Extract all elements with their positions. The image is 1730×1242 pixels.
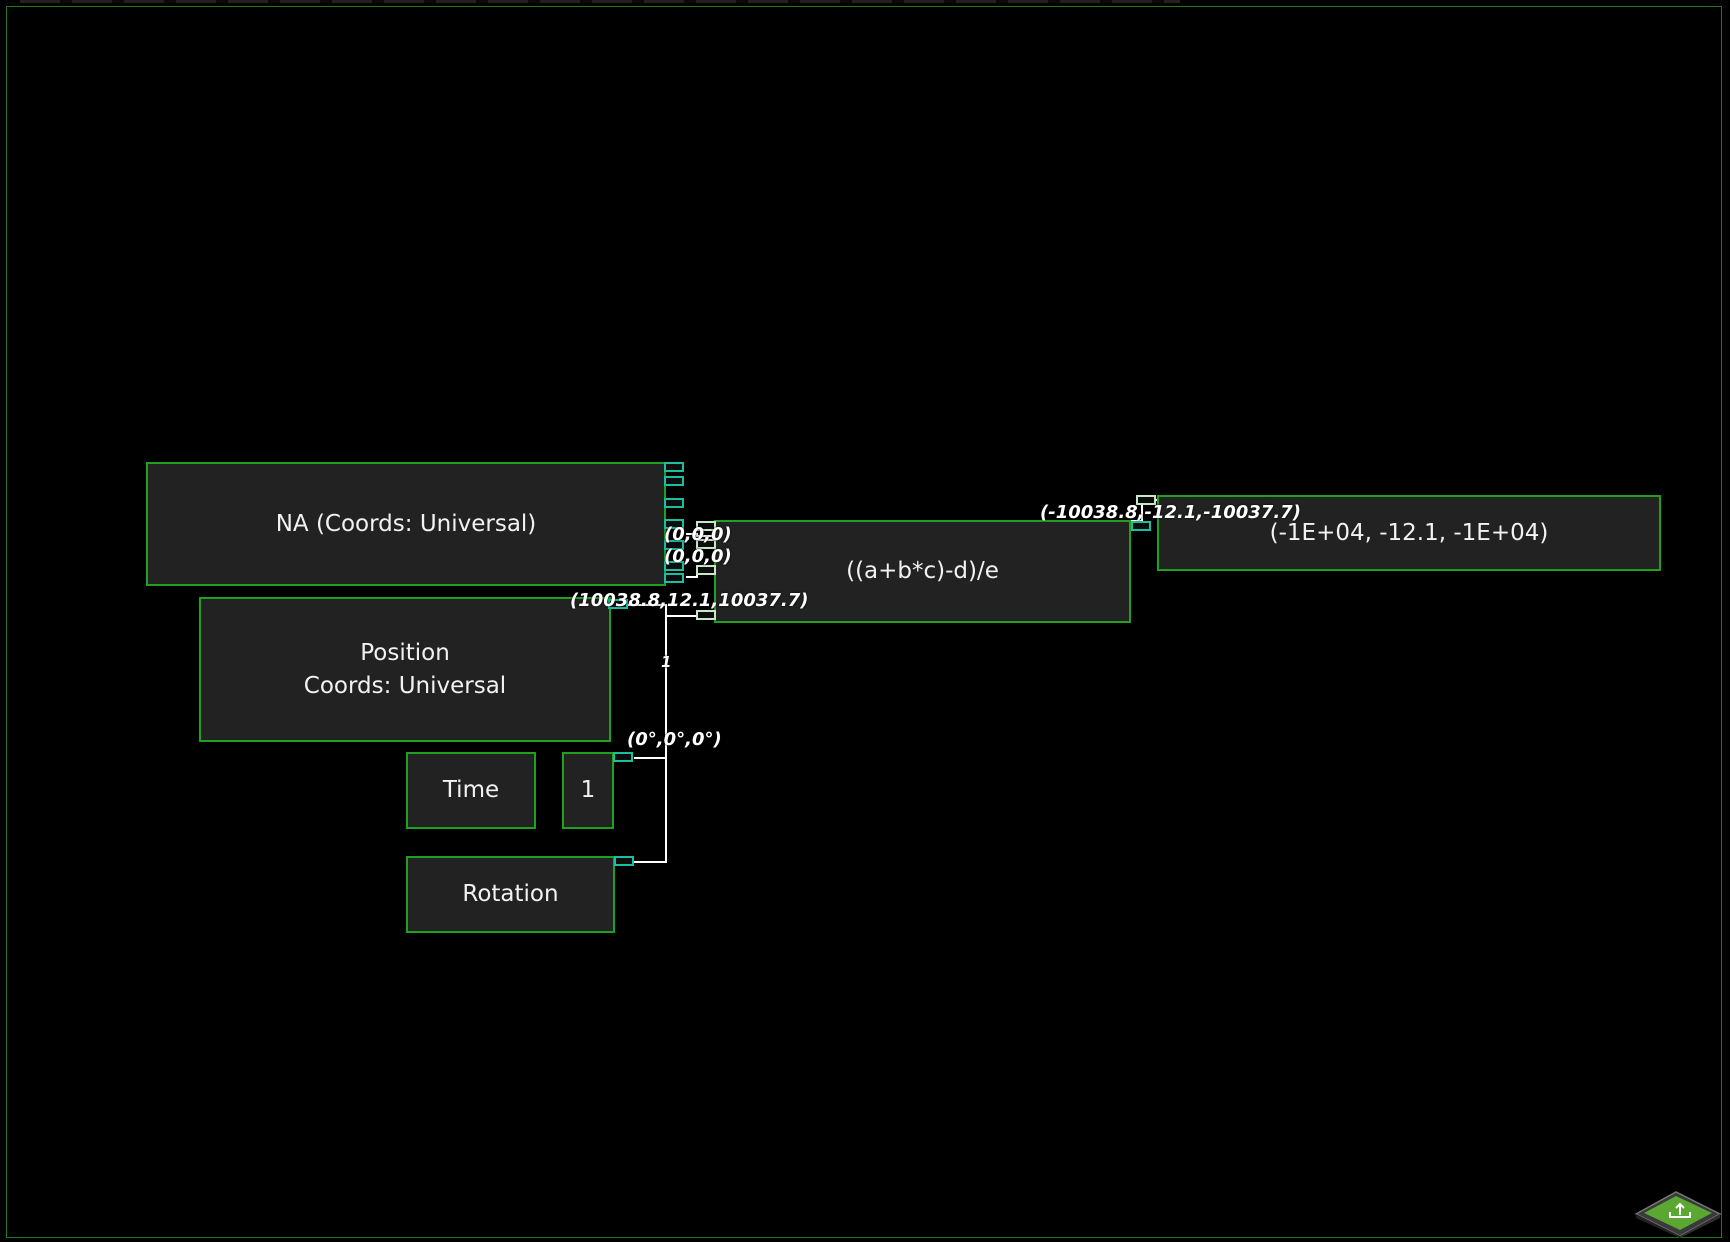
output-value-label: (-1E+04, -12.1, -1E+04) [1269, 519, 1549, 546]
na-output-port-1[interactable] [664, 462, 684, 472]
rotation-output-port[interactable] [614, 856, 634, 866]
wire-na-to-a [686, 533, 716, 537]
wire-position-to-c [609, 604, 696, 617]
position-output-port[interactable] [608, 599, 628, 609]
output-value-node[interactable]: (-1E+04, -12.1, -1E+04) [1157, 495, 1661, 571]
na-output-port-4[interactable] [664, 519, 684, 529]
na-output-port-2[interactable] [664, 476, 684, 486]
rotation-node[interactable]: Rotation [406, 856, 615, 933]
na-output-port-7[interactable] [664, 573, 684, 583]
expression-input-port-b[interactable] [696, 539, 716, 549]
constant-one-label: 1 [580, 777, 596, 803]
na-node-label: NA (Coords: Universal) [275, 510, 537, 537]
expression-node[interactable]: ((a+b*c)-d)/e [714, 520, 1131, 623]
constant-one-output-port[interactable] [613, 752, 633, 762]
upload-tray-icon[interactable] [1632, 1184, 1724, 1238]
position-node-coords: Coords: Universal [303, 672, 507, 699]
wire-value-d: 1 [661, 653, 672, 671]
wire-value-result: (-10038.8,-12.1,-10037.7) [1040, 502, 1301, 523]
position-node-title: Position [360, 639, 450, 666]
na-coords-node[interactable]: NA (Coords: Universal) [146, 462, 666, 586]
time-node[interactable]: Time [406, 752, 536, 829]
canvas-frame [6, 6, 1722, 1238]
na-output-port-6[interactable] [664, 561, 684, 571]
wire-value-a: (0,0,0) [664, 524, 732, 545]
na-output-port-3[interactable] [664, 498, 684, 508]
position-node[interactable]: Position Coords: Universal [199, 597, 611, 742]
wire-rotation-to-e [634, 758, 667, 863]
expression-input-port-c[interactable] [696, 565, 716, 575]
na-output-port-5[interactable] [664, 540, 684, 550]
expression-output-port[interactable] [1131, 521, 1151, 531]
output-input-port[interactable] [1136, 495, 1156, 505]
rotation-node-label: Rotation [462, 881, 559, 907]
top-toolbar-strip [20, 0, 1180, 3]
wire-value-c: (10038.8,12.1,10037.7) [570, 590, 809, 611]
wire-value-e: (0°,0°,0°) [627, 729, 722, 750]
time-node-label: Time [442, 777, 500, 803]
expression-input-port-a[interactable] [696, 521, 716, 531]
constant-one-node[interactable]: 1 [562, 752, 614, 829]
wire-value-b: (0,0,0) [664, 546, 732, 567]
expression-node-label: ((a+b*c)-d)/e [846, 558, 999, 584]
expression-input-port-d[interactable] [696, 610, 716, 620]
